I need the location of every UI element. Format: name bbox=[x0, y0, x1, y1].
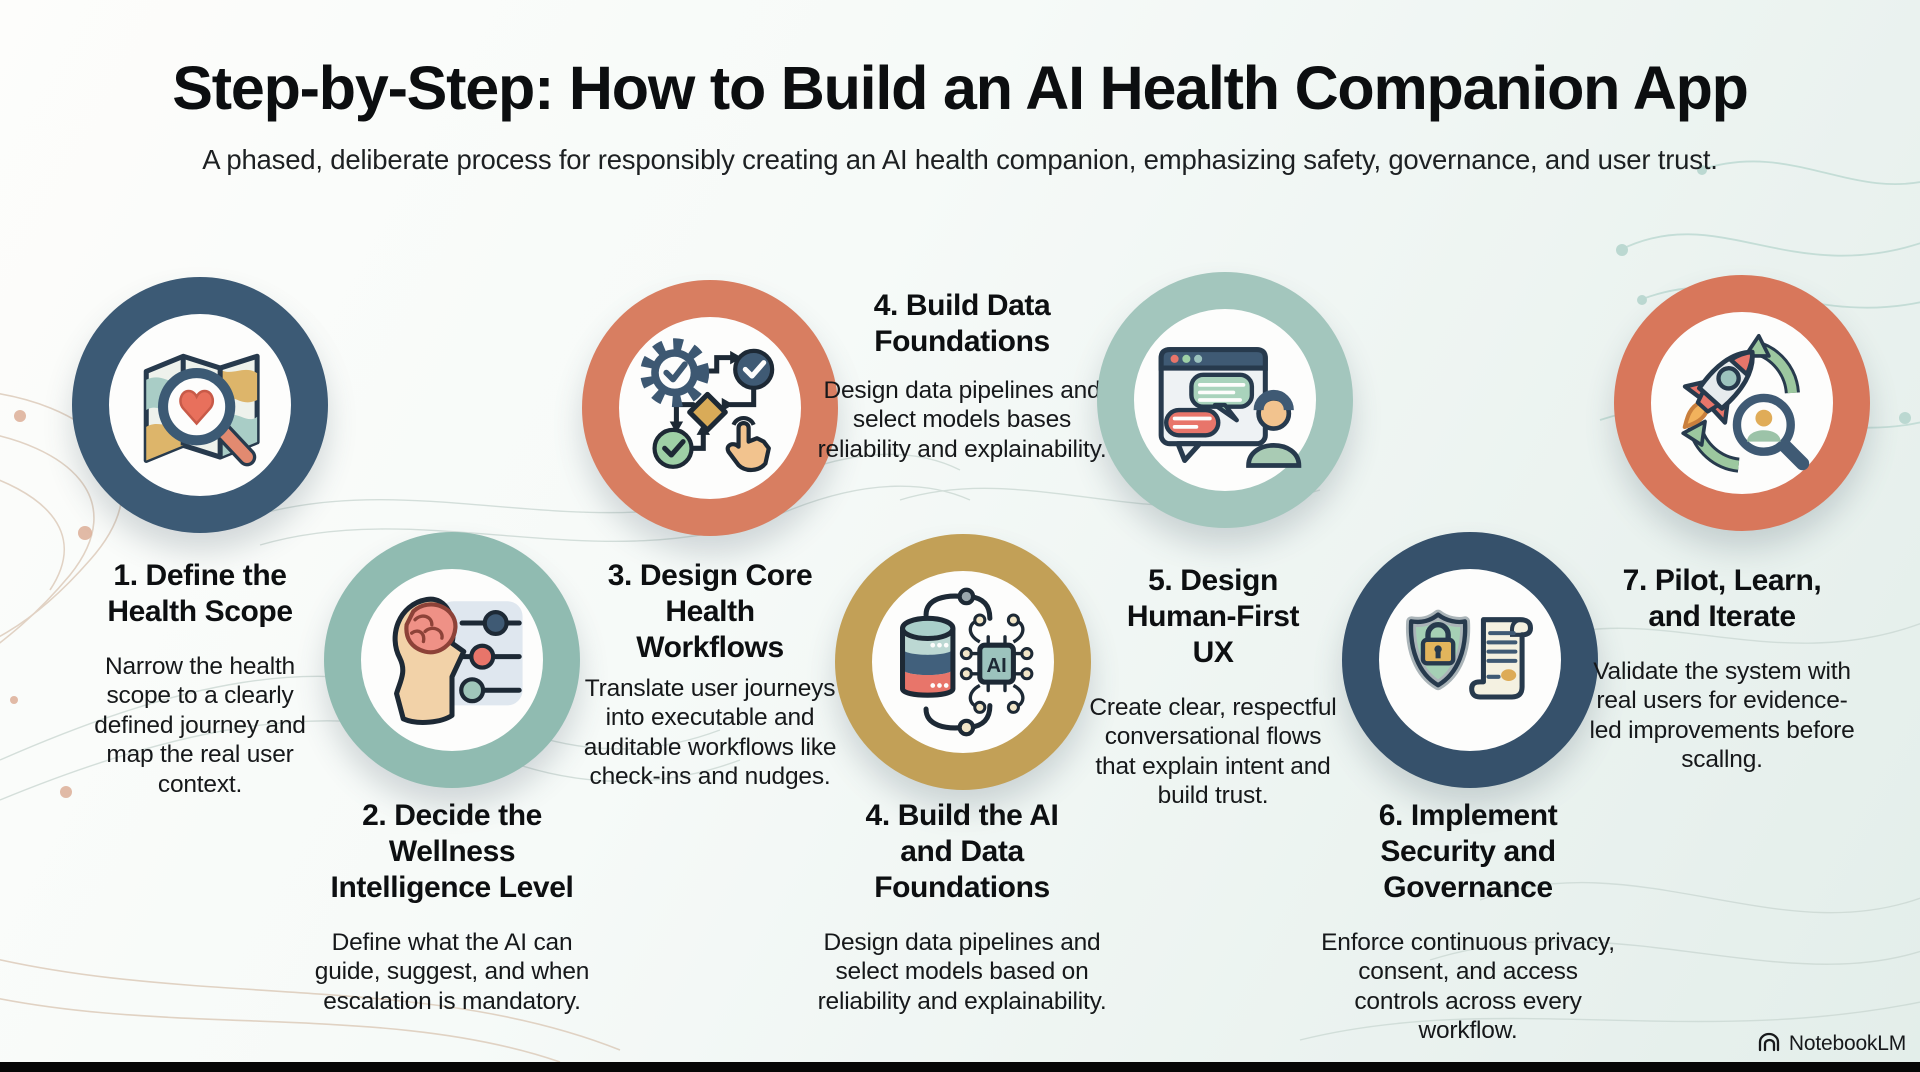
page-subtitle: A phased, deliberate process for respons… bbox=[202, 144, 1718, 176]
step-5-description: Create clear, respectful conversational … bbox=[1089, 694, 1337, 810]
step-5-circle bbox=[1097, 272, 1353, 528]
step-7-circle bbox=[1614, 275, 1870, 531]
step-6-title: 6. Implement Security and Governance bbox=[1378, 799, 1558, 904]
step-4-description: Design data pipelines and select models … bbox=[817, 929, 1107, 1015]
step-1-description: Narrow the health scope to a clearly def… bbox=[94, 653, 306, 798]
step-5: 5. Design Human-First UX Create clear, r… bbox=[1082, 563, 1344, 811]
step-2: 2. Decide the Wellness Intelligence Leve… bbox=[306, 798, 598, 1016]
workflow-gear-checklist-icon bbox=[619, 317, 801, 499]
step-4: 4. Build the AI and Data Foundations Des… bbox=[812, 798, 1112, 1016]
step-3-title: 3. Design Core Health Workflows bbox=[607, 559, 813, 664]
step-3-circle bbox=[582, 280, 838, 536]
database-ai-chip-icon: AI bbox=[872, 571, 1054, 753]
step-1-title: 1. Define the Health Scope bbox=[107, 559, 293, 628]
step-4-top-label: 4. Build Data Foundations Design data pi… bbox=[817, 288, 1107, 464]
step-1-circle bbox=[72, 277, 328, 533]
svg-text:AI: AI bbox=[987, 655, 1007, 677]
chat-window-person-icon bbox=[1134, 309, 1316, 491]
header: Step-by-Step: How to Build an AI Health … bbox=[0, 56, 1920, 176]
step-6-description: Enforce continuous privacy, consent, and… bbox=[1321, 929, 1615, 1045]
step-3-description: Translate user journeys into executable … bbox=[583, 675, 837, 791]
step-2-circle bbox=[324, 532, 580, 788]
step-6: 6. Implement Security and Governance Enf… bbox=[1318, 798, 1618, 1046]
shield-lock-document-icon bbox=[1379, 569, 1561, 751]
step-7-title: 7. Pilot, Learn, and Iterate bbox=[1622, 564, 1822, 633]
step-2-title: 2. Decide the Wellness Intelligence Leve… bbox=[330, 799, 574, 904]
step-4-top-description: Design data pipelines and select models … bbox=[817, 377, 1107, 463]
map-heart-magnifier-icon bbox=[109, 314, 291, 496]
bottom-black-bar bbox=[0, 1062, 1920, 1072]
rocket-iterate-magnifier-icon bbox=[1651, 312, 1833, 494]
step-4-title: 4. Build the AI and Data Foundations bbox=[865, 799, 1059, 904]
step-2-description: Define what the AI can guide, suggest, a… bbox=[314, 929, 590, 1015]
step-1: 1. Define the Health Scope Narrow the he… bbox=[74, 558, 326, 799]
step-3: 3. Design Core Health Workflows Translat… bbox=[581, 558, 839, 792]
page-title: Step-by-Step: How to Build an AI Health … bbox=[172, 54, 1749, 122]
step-4-circle: AI bbox=[835, 534, 1091, 790]
step-6-circle bbox=[1342, 532, 1598, 788]
notebooklm-logo-icon bbox=[1758, 1032, 1780, 1052]
head-brain-sliders-icon bbox=[361, 569, 543, 751]
step-7-description: Validate the system with real users for … bbox=[1589, 658, 1855, 774]
brand-footer: NotebookLM bbox=[1757, 1032, 1906, 1056]
step-5-title: 5. Design Human-First UX bbox=[1126, 564, 1300, 669]
step-4-top-title: 4. Build Data Foundations bbox=[873, 289, 1051, 358]
step-7: 7. Pilot, Learn, and Iterate Validate th… bbox=[1588, 563, 1856, 775]
brand-label: NotebookLM bbox=[1788, 1032, 1906, 1055]
